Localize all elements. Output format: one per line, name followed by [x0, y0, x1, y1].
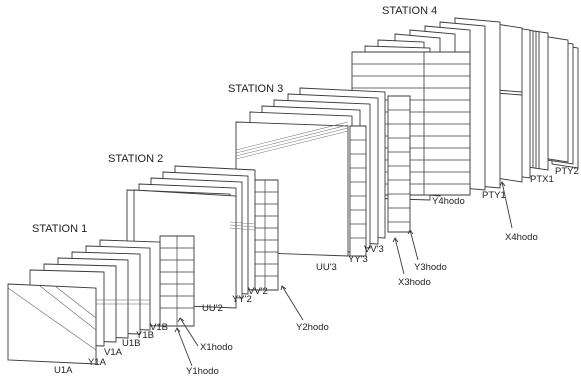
chamber-label: V1B	[150, 322, 168, 333]
chamber-label: V1A	[104, 347, 123, 358]
hodo-label: Y1hodo	[186, 366, 219, 377]
chamber-label: UU'3	[316, 262, 337, 273]
x4hodo-arrow	[501, 181, 513, 229]
chamber-label: PTY2	[555, 166, 579, 177]
station-4-group	[351, 17, 579, 201]
y3hodo-arrow	[409, 229, 419, 261]
chamber-label: Y1A	[88, 357, 107, 368]
x3hodo-arrow-head	[392, 237, 399, 243]
station-4-title: STATION 4	[382, 5, 437, 17]
x1hodo-arrow	[179, 317, 199, 347]
chamber-label: U1A	[54, 365, 73, 376]
hodo-label: Y2hodo	[296, 322, 329, 333]
hodo-label: Y4hodo	[432, 196, 465, 207]
chamber-label: Y1B	[136, 330, 154, 341]
x3hodo-panel	[387, 95, 411, 233]
chamber-label: VV'2	[248, 286, 268, 297]
station-2-title: STATION 2	[108, 153, 163, 165]
y1hodo-arrow	[176, 327, 193, 367]
y1hodo-arrow-head	[174, 327, 181, 333]
hodo-label: Y3hodo	[414, 262, 447, 273]
chamber-label: VV'3	[364, 244, 384, 255]
y2hodo-arrow	[281, 285, 304, 321]
station-3-title: STATION 3	[228, 83, 283, 95]
station-1-group	[7, 235, 195, 365]
hodo-label: X1hodo	[200, 342, 233, 353]
station3-grid	[349, 125, 367, 257]
station-1-title: STATION 1	[32, 223, 87, 235]
u1a-panel	[7, 283, 97, 365]
x1hodo-arrow-head	[177, 317, 185, 323]
chamber-label: PTY1	[482, 190, 506, 201]
chamber-label: UU'2	[202, 303, 223, 314]
x3hodo-arrow	[394, 237, 405, 275]
hodo-label: X3hodo	[398, 277, 431, 288]
x4hodo-arrow-head	[499, 181, 506, 187]
chamber-label: U1B	[122, 338, 140, 349]
chamber-label: YY'2	[232, 294, 252, 305]
chamber-label: PTX1	[530, 174, 554, 185]
y3hodo-arrow-head	[407, 229, 414, 235]
chamber-label: YY'3	[348, 254, 368, 265]
y2hodo-arrow-head	[280, 285, 287, 291]
hodo-label: X4hodo	[505, 232, 538, 243]
